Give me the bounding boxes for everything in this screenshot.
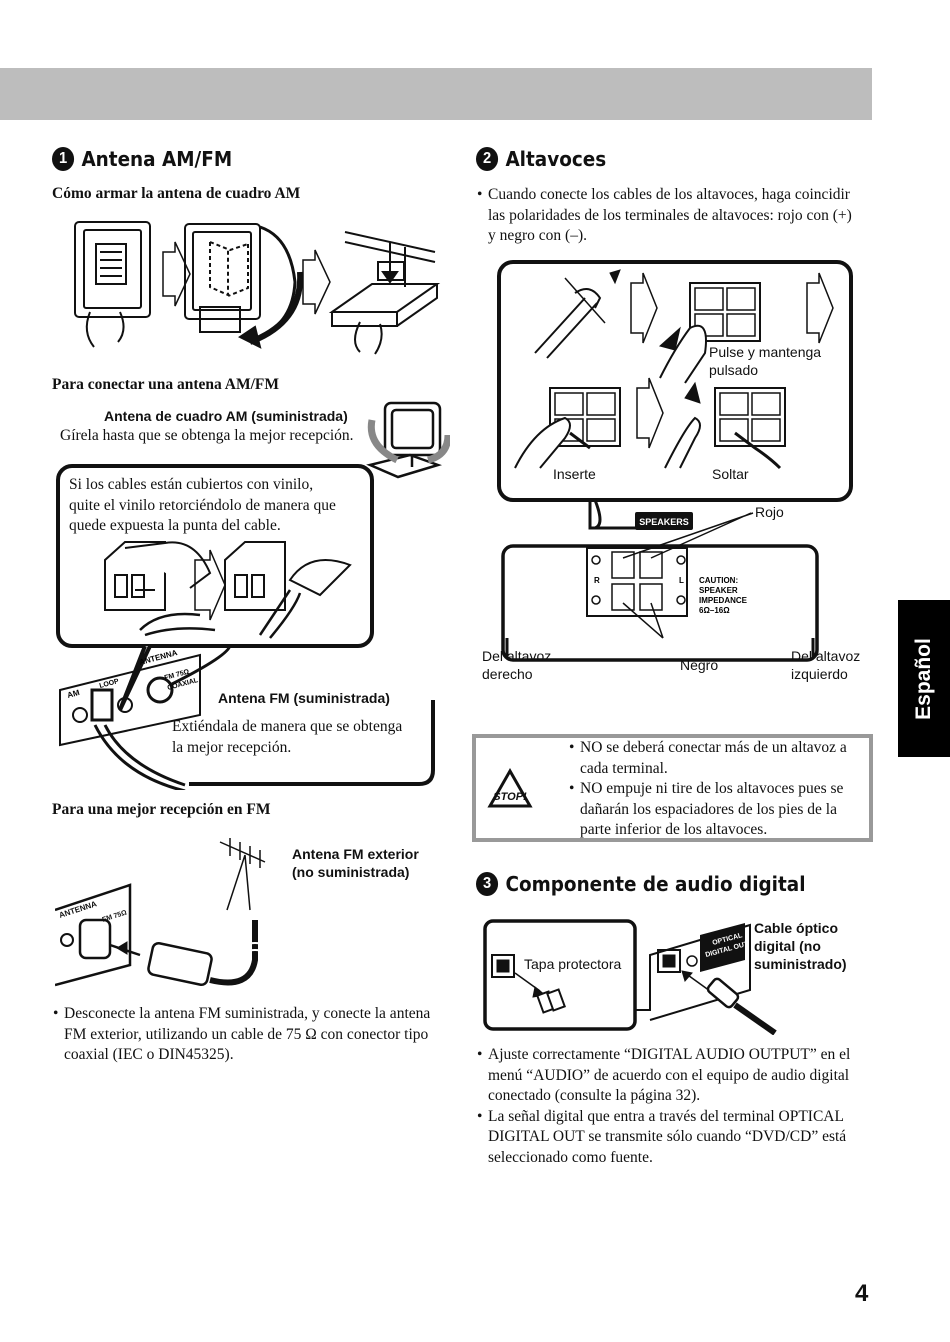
vinyl-line: quite el vinilo retorciéndolo de manera … xyxy=(69,496,336,514)
stop-icon: STOP! xyxy=(487,768,533,808)
antenna-connection-illustration: AM LOOP ANTENNA FM 75Ω COAXIAL xyxy=(56,464,435,790)
better-fm-heading: Para una mejor recepción en FM xyxy=(52,801,271,818)
section2-title: Altavoces xyxy=(505,147,607,171)
stop-label: STOP! xyxy=(493,791,527,803)
panel-loop-label: LOOP xyxy=(99,678,120,690)
left-speaker-line: izquierdo xyxy=(791,666,848,682)
digital-note-item: La señal digital que entra a través del … xyxy=(477,1107,888,1169)
fm-text-line: la mejor recepción. xyxy=(172,738,292,756)
am-loop-assembly-heading: Cómo armar la antena de cuadro AM xyxy=(52,185,301,202)
fm-antenna-instruction: Extiéndala de manera que se obtenga la m… xyxy=(172,717,402,758)
am-loop-antenna-illustration xyxy=(366,401,450,479)
panel-am-label: AM xyxy=(66,688,81,700)
cable-label-line: suministrado) xyxy=(754,956,847,972)
digital-note-line: seleccionado como fuente. xyxy=(488,1148,653,1166)
vinyl-line: quede expuesta la punta del cable. xyxy=(69,517,281,534)
digital-note-line: DIGITAL OUT se transmite sólo cuando “DV… xyxy=(488,1128,847,1145)
page-number: 4 xyxy=(855,1280,869,1307)
intro-item: Cuando conecte los cables de los altavoc… xyxy=(477,185,888,247)
speaker-intro: Cuando conecte los cables de los altavoc… xyxy=(476,185,888,247)
cap-label: Tapa protectora xyxy=(524,956,622,972)
press-hold-label: Pulse y mantenga pulsado xyxy=(709,343,821,379)
fm-antenna-label: Antena FM (suministrada) xyxy=(218,690,390,706)
digital-note-line: La señal digital que entra a través del … xyxy=(488,1107,844,1125)
intro-line: y negro con (–). xyxy=(488,227,587,244)
am-loop-assembly-illustration xyxy=(74,221,441,355)
panel-l-label: L xyxy=(679,576,684,585)
red-label: Rojo xyxy=(755,504,784,520)
section1-number: 1 xyxy=(52,147,75,171)
note-line: coaxial (IEC o DIN45325). xyxy=(64,1046,234,1063)
fm-text-line: Extiéndala de manera que se obtenga xyxy=(172,718,403,735)
intro-line: Cuando conecte los cables de los altavoc… xyxy=(488,186,850,203)
digital-note-line: conectado (consulte la página 32). xyxy=(488,1087,701,1104)
section2-heading: 2 Altavoces xyxy=(476,147,606,171)
outdoor-panel-fm-label: FM 75Ω xyxy=(101,909,128,924)
section2-number: 2 xyxy=(476,147,499,171)
digital-note-item: Ajuste correctamente “DIGITAL AUDIO OUTP… xyxy=(477,1045,888,1107)
section3-number: 3 xyxy=(476,872,499,896)
digital-audio-illustration: OPTICAL DIGITAL OUT xyxy=(483,919,777,1035)
press-hold-line: pulsado xyxy=(709,362,759,378)
caution-line: 6Ω–16Ω xyxy=(699,606,730,615)
warning-line: NO empuje ni tire de los altavoces pues … xyxy=(580,780,844,797)
digital-note-line: Ajuste correctamente “DIGITAL AUDIO OUTP… xyxy=(488,1046,851,1063)
speakers-panel-label: SPEAKERS xyxy=(639,517,689,527)
insert-label: Inserte xyxy=(553,466,596,482)
language-side-tab: Español xyxy=(898,600,950,757)
caution-line: SPEAKER xyxy=(699,586,738,595)
outdoor-fm-label: Antena FM exterior (no suministrada) xyxy=(292,845,419,881)
caution-line: IMPEDANCE xyxy=(699,596,748,605)
optical-cable-label: Cable óptico digital (no suministrado) xyxy=(754,919,847,973)
section3-heading: 3 Componente de audio digital xyxy=(476,872,806,896)
warning-line: cada terminal. xyxy=(580,759,668,777)
press-hold-line: Pulse y mantenga xyxy=(709,344,822,360)
section3-title: Componente de audio digital xyxy=(505,872,806,896)
warning-item: NO empuje ni tire de los altavoces pues … xyxy=(569,779,880,841)
section1-heading: 1 Antena AM/FM xyxy=(52,147,232,171)
intro-line: las polaridades de los terminales de alt… xyxy=(488,206,852,224)
right-speaker-line: Del altavoz xyxy=(482,648,552,664)
warning-item: NO se deberá conectar más de un altavoz … xyxy=(569,738,880,779)
warning-line: dañarán los espaciadores de los pies de … xyxy=(580,800,837,818)
note-line: FM exterior, utilizando un cable de 75 Ω… xyxy=(64,1025,429,1043)
note-line: Desconecte la antena FM suministrada, y … xyxy=(64,1005,431,1022)
warning-list: NO se deberá conectar más de un altavoz … xyxy=(568,738,880,841)
digital-notes: Ajuste correctamente “DIGITAL AUDIO OUTP… xyxy=(476,1045,888,1168)
outdoor-label-line: (no suministrada) xyxy=(292,864,410,880)
am-loop-label: Antena de cuadro AM (suministrada) xyxy=(104,408,348,424)
outdoor-fm-illustration: ANTENNA FM 75Ω xyxy=(55,838,266,987)
release-label: Soltar xyxy=(712,466,749,482)
connect-antenna-heading: Para conectar una antena AM/FM xyxy=(52,376,280,393)
outdoor-fm-note: Desconecte la antena FM suministrada, y … xyxy=(52,1004,464,1066)
right-speaker-line: derecho xyxy=(482,666,533,682)
header-bar xyxy=(0,68,872,120)
side-tab-label: Español xyxy=(912,637,935,720)
digital-note-line: menú “AUDIO” de acuerdo con el equipo de… xyxy=(488,1066,850,1084)
right-speaker-label: Del altavoz derecho xyxy=(482,647,551,683)
black-label: Negro xyxy=(680,657,719,673)
caution-line: CAUTION: xyxy=(699,576,738,585)
panel-r-label: R xyxy=(594,576,600,585)
left-speaker-line: Del altavoz xyxy=(791,648,861,664)
cable-label-line: Cable óptico xyxy=(754,920,839,936)
warning-line: NO se deberá conectar más de un altavoz … xyxy=(580,739,847,756)
note-item: Desconecte la antena FM suministrada, y … xyxy=(53,1004,464,1066)
speaker-connection-illustration: SPEAKERS R L CAUTION: SPEAKER IMPEDANCE … xyxy=(497,260,853,662)
outdoor-label-line: Antena FM exterior xyxy=(292,846,419,862)
am-loop-instruction: Gírela hasta que se obtenga la mejor rec… xyxy=(60,427,354,444)
left-speaker-label: Del altavoz izquierdo xyxy=(791,647,860,683)
vinyl-callout-text: Si los cables están cubiertos con vinilo… xyxy=(69,475,336,537)
cable-label-line: digital (no xyxy=(754,938,821,954)
vinyl-line: Si los cables están cubiertos con vinilo… xyxy=(69,476,314,493)
warning-line: parte inferior de los altavoces. xyxy=(580,821,768,838)
section1-title: Antena AM/FM xyxy=(81,147,233,171)
